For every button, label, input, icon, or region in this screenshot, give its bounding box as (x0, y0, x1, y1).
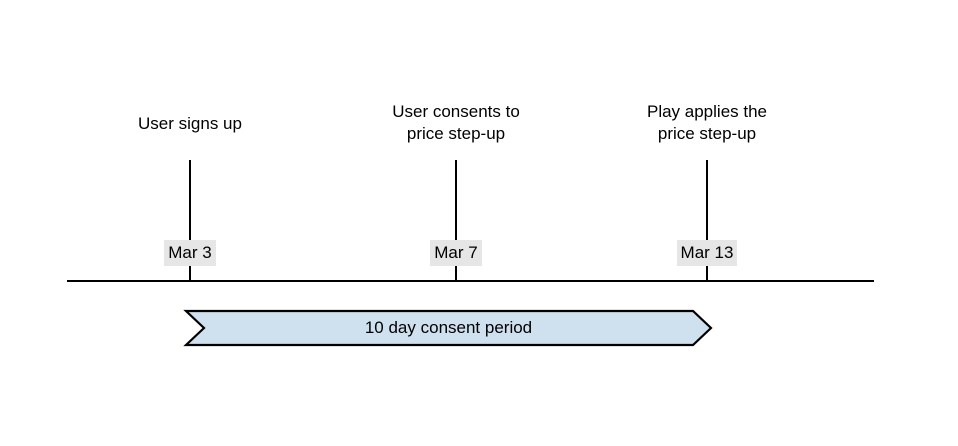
event-date-badge-2: Mar 7 (430, 240, 482, 266)
banner-chevron-shape (183, 309, 713, 347)
timeline-axis (67, 280, 874, 282)
event-date-badge-3: Mar 13 (676, 240, 738, 266)
event-tick-3 (706, 160, 708, 281)
event-date-badge-1: Mar 3 (164, 240, 216, 266)
event-date-1: Mar 3 (90, 240, 290, 266)
event-label-3: Play applies the price step-up (646, 102, 768, 143)
event-date-3: Mar 13 (607, 240, 807, 266)
event-tick-1 (189, 160, 191, 281)
consent-period-banner: 10 day consent period (183, 309, 713, 347)
event-tick-2 (455, 160, 457, 281)
event-label-1: User signs up (138, 114, 242, 133)
event-label-2: User consents to price step-up (392, 102, 520, 143)
banner-chevron-polygon (183, 309, 713, 347)
event-date-2: Mar 7 (356, 240, 556, 266)
